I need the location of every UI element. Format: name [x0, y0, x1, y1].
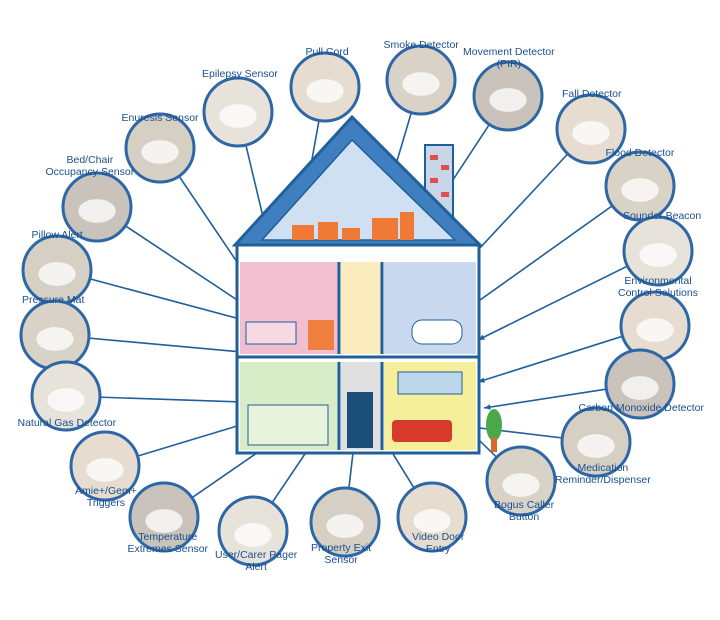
medication-dispenser-label: Medication Reminder/Dispenser: [555, 462, 651, 486]
amie-gem-triggers-label: Amie+/Gem+ Triggers: [75, 485, 137, 509]
flood-detector-label: Flood Detector: [605, 147, 675, 159]
video-entry-icon: [396, 481, 468, 553]
carbon-monoxide-arrowhead: [484, 404, 491, 410]
pressure-mat-label: Pressure Mat: [22, 294, 85, 306]
pendant-trigger-icon: [69, 430, 141, 502]
smoke-detector-icon: [385, 44, 457, 116]
bed-chair-occupancy-label: Bed/Chair Occupancy Sensor: [45, 154, 135, 178]
sounder-beacon-label: Sounder Beacon: [623, 210, 702, 222]
medication-icon: [560, 406, 632, 478]
temperature-extremes-label: Temperature Extremes Sensor: [127, 531, 209, 555]
gas-detector-icon: [30, 360, 102, 432]
pager-icon: [217, 495, 289, 567]
pull-cord-label: Pull Cord: [305, 46, 349, 58]
enuresis-pad-icon: [124, 112, 196, 184]
bogus-caller-button-label: Bogus Caller Button: [494, 499, 555, 523]
video-door-entry-label: Video Door Entry: [412, 531, 465, 555]
movement-detector-label: Movement Detector (PIR): [463, 46, 555, 70]
temperature-sensor-icon: [128, 481, 200, 553]
house-illustration: [231, 114, 502, 455]
smoke-detector-label: Smoke Detector: [383, 39, 459, 51]
flood-detector-icon: [604, 150, 676, 222]
carbon-monoxide-label: Carbon Monoxide Detector: [578, 402, 704, 414]
property-exit-sensor-label: Property Exit Sensor: [311, 542, 372, 566]
beacon-icon: [622, 215, 694, 287]
user-carer-pager-label: User/Carer Pager Alert: [215, 549, 298, 573]
pir-sensor-icon: [472, 60, 544, 132]
button-icon: [485, 445, 557, 517]
enuresis-sensor-label: Enuresis Sensor: [121, 112, 199, 124]
pillow-alert-label: Pillow Alert: [31, 229, 83, 241]
co-detector-icon: [604, 348, 676, 420]
fall-detector-icon: [555, 93, 627, 165]
environmental-control-label: Environmental Control Solutions: [618, 275, 698, 299]
door-sensor-icon: [309, 486, 381, 558]
epilepsy-sensor-label: Epilepsy Sensor: [202, 68, 278, 80]
pull-cord-icon: [289, 51, 361, 123]
occupancy-pad-icon: [61, 171, 133, 243]
pressure-mat-icon: [19, 299, 91, 371]
fall-detector-label: Fall Detector: [562, 88, 622, 100]
natural-gas-label: Natural Gas Detector: [17, 417, 117, 429]
sensor-nodes: [19, 44, 694, 567]
epilepsy-mat-icon: [202, 76, 274, 148]
